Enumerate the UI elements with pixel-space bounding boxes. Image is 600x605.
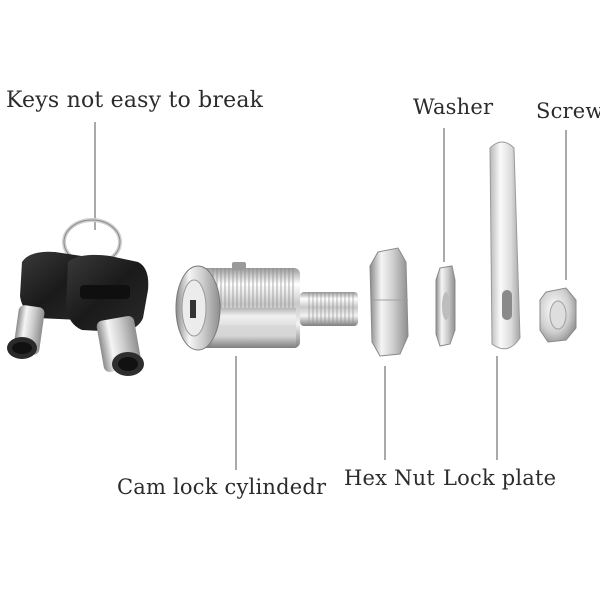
label-lock-plate: Lock plate [443, 466, 557, 490]
screw-nut [539, 287, 577, 343]
leader-lines [94, 122, 567, 470]
label-hex-nut: Hex Nut [344, 466, 435, 490]
key-front [66, 254, 149, 376]
keys [7, 218, 149, 376]
label-screw: Screw [536, 99, 600, 123]
hex-nut [369, 247, 409, 357]
label-keys: Keys not easy to break [6, 88, 264, 113]
lock-plate [489, 141, 521, 350]
washer [435, 265, 456, 347]
label-washer: Washer [413, 95, 494, 119]
cam-lock-cylinder [175, 262, 358, 351]
label-cam-lock-cylinder: Cam lock cylindedr [117, 475, 327, 499]
